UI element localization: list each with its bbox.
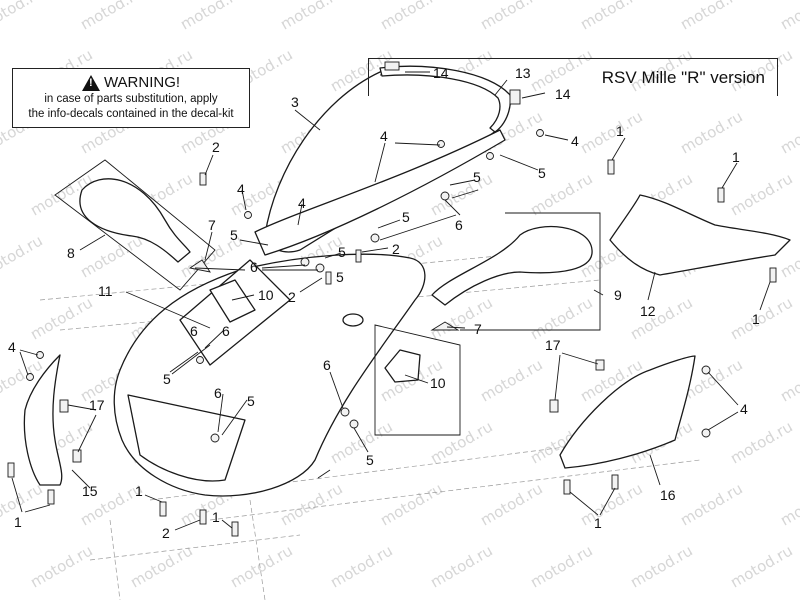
callout-10-left: 10 [258, 287, 274, 303]
leader-lines [11, 71, 771, 531]
warning-title-row: WARNING! [13, 73, 249, 92]
callout-10-right: 10 [430, 375, 446, 391]
callout-1-a: 1 [616, 123, 624, 139]
mirror-left [79, 178, 191, 263]
callout-17-left: 17 [89, 397, 105, 413]
callout-5-c: 5 [402, 209, 410, 225]
version-box: RSV Mille "R" version [368, 58, 778, 96]
callout-7-b: 7 [474, 321, 482, 337]
callout-15: 15 [82, 483, 98, 499]
screen-bracket [254, 129, 506, 256]
support-bracket [209, 279, 256, 323]
callout-labels: 3 13 14 14 4 4 4 4 5 5 5 5 5 6 6 2 2 2 7… [8, 65, 760, 541]
mirror-right [431, 225, 593, 306]
mount-right-box [374, 324, 461, 436]
callout-9: 9 [614, 287, 622, 303]
inner-panel-right [609, 194, 791, 276]
callout-2-b: 2 [212, 139, 220, 155]
fairing-lower-lip [127, 394, 246, 482]
side-panel-left [23, 354, 63, 486]
mount-right [384, 349, 421, 383]
callout-4-right: 4 [740, 401, 748, 417]
side-panel-right [559, 355, 696, 469]
callout-6-a: 6 [455, 217, 463, 233]
callout-5-i: 5 [336, 269, 344, 285]
callout-1-g: 1 [212, 509, 220, 525]
callout-6-e: 6 [323, 357, 331, 373]
mirror-left-bracket-box [54, 159, 216, 291]
callout-6-f: 6 [190, 323, 198, 339]
warning-line-2: the info-decals contained in the decal-k… [28, 108, 234, 120]
callout-14-top: 14 [433, 65, 449, 81]
mirror-right-box [460, 212, 601, 331]
warning-icon [81, 74, 100, 91]
callout-5-g: 5 [247, 393, 255, 409]
callout-16: 16 [660, 487, 676, 503]
callout-5-d: 5 [230, 227, 238, 243]
callout-4-topright: 4 [571, 133, 579, 149]
callout-4-farleft: 4 [8, 339, 16, 355]
windscreen-trim [379, 65, 511, 133]
callout-5-h: 5 [366, 452, 374, 468]
callout-4-left: 4 [237, 181, 245, 197]
callout-1-f: 1 [135, 483, 143, 499]
warning-box: WARNING! in case of parts substitution, … [12, 68, 250, 128]
callout-6-d: 6 [214, 385, 222, 401]
callout-5-e: 5 [338, 244, 346, 260]
callout-11: 11 [98, 283, 113, 299]
callout-3: 3 [291, 94, 299, 110]
frame-reference-lines [39, 249, 701, 600]
callout-7-a: 7 [208, 217, 216, 233]
callout-14-right: 14 [555, 86, 571, 102]
callout-8: 8 [67, 245, 75, 261]
callout-6-b: 6 [250, 259, 258, 275]
warning-title: WARNING! [103, 74, 181, 91]
callout-6-c: 6 [222, 323, 230, 339]
callout-2-a: 2 [392, 241, 400, 257]
callout-5-f: 5 [163, 371, 171, 387]
callout-2-c: 2 [288, 289, 296, 305]
callout-4-screen-low: 4 [298, 195, 306, 211]
headlight-hole [342, 313, 364, 327]
version-label: RSV Mille "R" version [601, 68, 765, 87]
callout-12: 12 [640, 303, 656, 319]
callout-5-a: 5 [473, 169, 481, 185]
callout-1-d: 1 [594, 515, 602, 531]
callout-13: 13 [515, 65, 531, 81]
callout-1-b: 1 [732, 149, 740, 165]
warning-line-1: in case of parts substitution, apply [44, 93, 218, 105]
callout-17-right: 17 [545, 337, 561, 353]
callout-1-c: 1 [752, 311, 760, 327]
hardware-fasteners [7, 61, 777, 537]
callout-5-b: 5 [538, 165, 546, 181]
callout-2-d: 2 [162, 525, 170, 541]
callout-1-e: 1 [14, 514, 22, 530]
callout-4-screen: 4 [380, 128, 388, 144]
